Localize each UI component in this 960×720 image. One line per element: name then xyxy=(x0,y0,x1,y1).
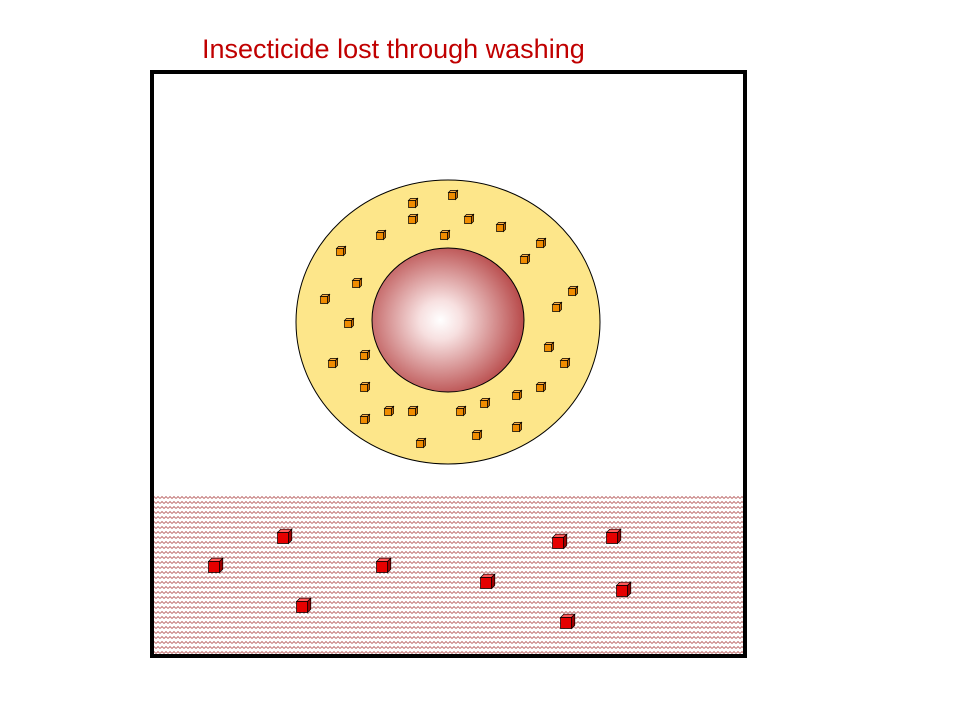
small-cube-icon xyxy=(407,213,419,225)
small-cube-icon xyxy=(327,357,339,369)
small-cube-icon xyxy=(447,189,459,201)
coating-particles xyxy=(319,189,579,449)
small-cube-icon xyxy=(551,301,563,313)
washed-particles xyxy=(207,528,632,630)
small-cube-icon xyxy=(351,277,363,289)
small-cube-icon xyxy=(511,389,523,401)
small-cube-icon xyxy=(567,285,579,297)
red-cube-icon xyxy=(276,528,293,545)
small-cube-icon xyxy=(439,229,451,241)
small-cube-icon xyxy=(535,237,547,249)
container-border xyxy=(150,70,747,658)
small-cube-icon xyxy=(535,381,547,393)
small-cube-icon xyxy=(511,421,523,433)
slide-title: Insecticide lost through washing xyxy=(202,34,585,64)
small-cube-icon xyxy=(559,357,571,369)
red-cube-icon xyxy=(295,597,312,614)
red-cube-icon xyxy=(479,573,496,590)
washing-water xyxy=(154,496,743,654)
granule-core xyxy=(371,247,525,393)
small-cube-icon xyxy=(463,213,475,225)
red-cube-icon xyxy=(615,581,632,598)
small-cube-icon xyxy=(495,221,507,233)
small-cube-icon xyxy=(359,349,371,361)
small-cube-icon xyxy=(519,253,531,265)
small-cube-icon xyxy=(343,317,355,329)
small-cube-icon xyxy=(407,405,419,417)
small-cube-icon xyxy=(375,229,387,241)
small-cube-icon xyxy=(471,429,483,441)
red-cube-icon xyxy=(207,557,224,574)
red-cube-icon xyxy=(375,557,392,574)
small-cube-icon xyxy=(407,197,419,209)
small-cube-icon xyxy=(359,413,371,425)
small-cube-icon xyxy=(335,245,347,257)
red-cube-icon xyxy=(605,528,622,545)
red-cube-icon xyxy=(551,533,568,550)
small-cube-icon xyxy=(359,381,371,393)
red-cube-icon xyxy=(559,613,576,630)
small-cube-icon xyxy=(383,405,395,417)
small-cube-icon xyxy=(543,341,555,353)
small-cube-icon xyxy=(319,293,331,305)
small-cube-icon xyxy=(415,437,427,449)
small-cube-icon xyxy=(479,397,491,409)
small-cube-icon xyxy=(455,405,467,417)
